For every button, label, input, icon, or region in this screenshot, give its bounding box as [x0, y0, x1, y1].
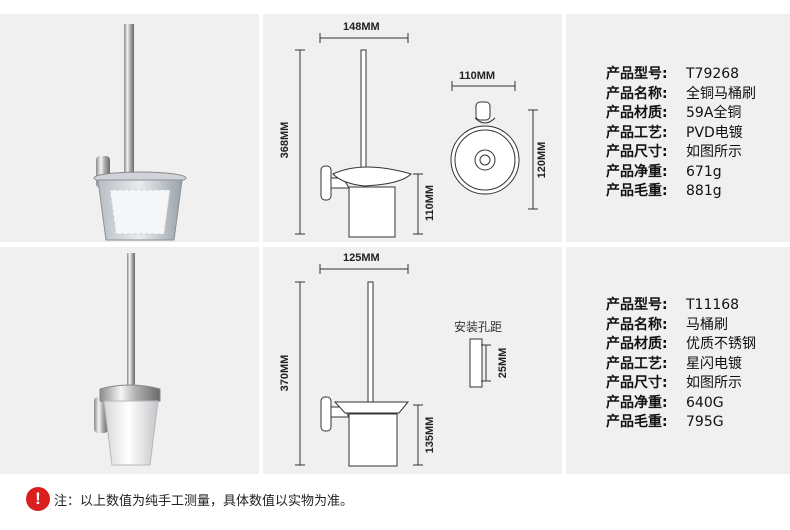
spec-row: 产品净重: 671g — [606, 163, 756, 183]
spec-value: 全铜马桶刷 — [686, 85, 756, 102]
spec-label: 产品净重: — [606, 394, 668, 411]
spec-value: 795G — [686, 414, 724, 430]
spec-label: 产品材质: — [606, 105, 668, 121]
brush-photo-1 — [93, 24, 187, 241]
product-photo-1 — [0, 14, 259, 242]
spec-value: 星闪电镀 — [686, 355, 742, 372]
spec-panel-2: 产品型号: T11168 产品名称: 马桶刷 产品材质: 优质不锈钢 产品工艺: 星闪电… — [566, 247, 790, 474]
note-text: 注：以上数值为纯手工测量，具体数值以实物为准。 — [54, 494, 354, 509]
width-dimension: 148MM — [343, 21, 380, 33]
spec-value: T11168 — [686, 297, 740, 313]
spec-row: 产品型号: T11168 — [606, 296, 756, 316]
spec-label: 产品净重: — [606, 163, 668, 180]
spec-label: 产品材质: — [606, 336, 668, 352]
dimension-drawing-2: 安装孔距 125MM 370MM 135MM 25MM — [263, 247, 562, 474]
spec-label: 产品名称: — [606, 316, 668, 333]
width-dimension: 125MM — [343, 252, 380, 264]
hole-distance-label: 安装孔距 — [454, 320, 503, 334]
height-dimension: 368MM — [279, 121, 291, 159]
drawing-lines-1 — [295, 33, 538, 238]
cup-height-dimension: 135MM — [424, 416, 436, 454]
spec-row: 产品工艺: PVD电镀 — [606, 124, 756, 144]
dimension-drawing-1: 148MM 368MM 110MM 110MM 120MM — [263, 14, 562, 242]
hole-distance-dimension: 25MM — [497, 347, 509, 379]
spec-value: 马桶刷 — [686, 316, 728, 333]
base-height-dimension: 120MM — [536, 141, 548, 179]
product-photo-2 — [0, 247, 259, 474]
warning-icon: ! — [26, 487, 50, 511]
spec-label: 产品名称: — [606, 85, 668, 102]
base-width-dimension: 110MM — [459, 70, 496, 82]
spec-label: 产品毛重: — [606, 414, 668, 430]
spec-label: 产品型号: — [606, 297, 668, 313]
spec-value: 如图所示 — [686, 375, 742, 391]
spec-row: 产品材质: 59A全铜 — [606, 104, 756, 124]
spec-value: 640G — [686, 394, 724, 411]
spec-value: 优质不锈钢 — [686, 336, 756, 352]
spec-row: 产品净重: 640G — [606, 394, 756, 414]
spec-label: 产品毛重: — [606, 183, 668, 199]
spec-row: 产品毛重: 795G — [606, 413, 756, 433]
spec-value: T79268 — [686, 66, 740, 82]
spec-panel-1: 产品型号: T79268 产品名称: 全铜马桶刷 产品材质: 59A全铜 产品工艺: P… — [566, 14, 790, 242]
height-dimension: 370MM — [279, 354, 291, 392]
spec-value: 881g — [686, 183, 722, 199]
spec-row: 产品型号: T79268 — [606, 65, 756, 85]
spec-row: 产品尺寸: 如图所示 — [606, 143, 756, 163]
spec-row: 产品尺寸: 如图所示 — [606, 374, 756, 394]
cup-height-dimension: 110MM — [424, 184, 436, 222]
brush-photo-2 — [94, 253, 161, 466]
spec-value: PVD电镀 — [686, 124, 743, 141]
spec-label: 产品工艺: — [606, 355, 668, 372]
spec-list-2: 产品型号: T11168 产品名称: 马桶刷 产品材质: 优质不锈钢 产品工艺: 星闪电… — [606, 296, 756, 433]
spec-value: 671g — [686, 163, 722, 180]
spec-value: 如图所示 — [686, 144, 742, 160]
spec-row: 产品工艺: 星闪电镀 — [606, 355, 756, 375]
spec-row: 产品材质: 优质不锈钢 — [606, 335, 756, 355]
spec-value: 59A全铜 — [686, 105, 742, 121]
spec-label: 产品工艺: — [606, 124, 668, 141]
spec-label: 产品型号: — [606, 66, 668, 82]
spec-list-1: 产品型号: T79268 产品名称: 全铜马桶刷 产品材质: 59A全铜 产品工艺: P… — [606, 65, 756, 202]
spec-row: 产品毛重: 881g — [606, 182, 756, 202]
spec-row: 产品名称: 马桶刷 — [606, 316, 756, 336]
spec-row: 产品名称: 全铜马桶刷 — [606, 85, 756, 105]
spec-label: 产品尺寸: — [606, 375, 668, 391]
spec-label: 产品尺寸: — [606, 144, 668, 160]
drawing-lines-2 — [295, 264, 491, 467]
